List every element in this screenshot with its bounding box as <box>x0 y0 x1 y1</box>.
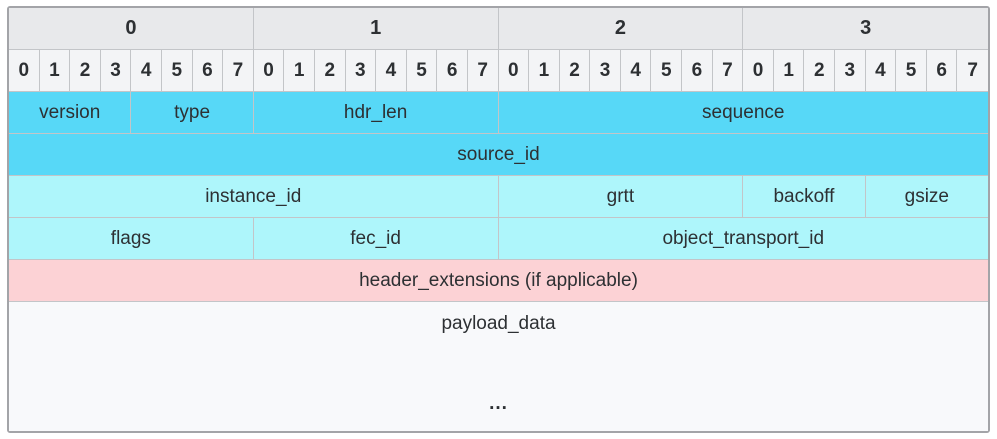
bit-header-cell-29: 5 <box>896 50 927 91</box>
bit-header-cell-30: 6 <box>926 50 958 91</box>
field-cell-fec-id: fec_id <box>253 218 499 259</box>
bit-header-cell-1: 1 <box>39 50 71 91</box>
field-cell-type: type <box>131 92 254 133</box>
bit-header-cell-12: 4 <box>376 50 407 91</box>
field-cell-backoff: backoff <box>743 176 866 217</box>
field-cell-grtt: grtt <box>498 176 744 217</box>
bit-header-cell-0: 0 <box>9 50 40 91</box>
bit-header-cell-10: 2 <box>314 50 346 91</box>
byte-header-cell-0: 0 <box>9 8 254 49</box>
bit-header-cell-7: 7 <box>223 50 254 91</box>
byte-header-cell-3: 3 <box>743 8 988 49</box>
bit-header-cell-13: 5 <box>406 50 438 91</box>
bit-header-cell-5: 5 <box>161 50 193 91</box>
bit-header-cell-4: 4 <box>131 50 162 91</box>
field-cell-instance-id: instance_id <box>9 176 499 217</box>
payload-ellipsis: ... <box>489 393 508 414</box>
field-cell-version: version <box>9 92 132 133</box>
bit-header-cell-6: 6 <box>192 50 224 91</box>
bit-header-cell-14: 6 <box>437 50 468 91</box>
bit-header-cell-2: 2 <box>70 50 101 91</box>
field-cell-sequence: sequence <box>498 92 988 133</box>
bit-header-cell-15: 7 <box>467 50 499 91</box>
bit-header-cell-8: 0 <box>253 50 285 91</box>
field-cell-hdr-len: hdr_len <box>253 92 499 133</box>
bit-header-cell-17: 1 <box>529 50 560 91</box>
bit-header-cell-27: 3 <box>835 50 866 91</box>
source-id-row: source_id <box>9 134 988 176</box>
bit-header-cell-23: 7 <box>712 50 744 91</box>
bit-header-cell-26: 2 <box>804 50 836 91</box>
bit-header-cell-9: 1 <box>284 50 315 91</box>
bit-header-cell-25: 1 <box>773 50 805 91</box>
byte-header-cell-1: 1 <box>253 8 499 49</box>
field-cell-header-extensions-if-applicable: header_extensions (if applicable) <box>9 260 988 301</box>
bit-header-cell-11: 3 <box>345 50 377 91</box>
byte-header-cell-2: 2 <box>498 8 744 49</box>
bit-header-cell-31: 7 <box>957 50 988 91</box>
bit-header-cell-16: 0 <box>498 50 530 91</box>
bit-header-cell-18: 2 <box>559 50 591 91</box>
bit-header-cell-20: 4 <box>620 50 652 91</box>
bit-header-cell-22: 6 <box>682 50 713 91</box>
payload-label: payload_data <box>441 313 556 334</box>
field-cell-flags: flags <box>9 218 254 259</box>
bit-header-cell-24: 0 <box>743 50 774 91</box>
field-cell-gsize: gsize <box>865 176 988 217</box>
bit-header-cell-3: 3 <box>100 50 132 91</box>
bit-header-cell-19: 3 <box>590 50 621 91</box>
bit-header-cell-28: 4 <box>865 50 897 91</box>
field-cell-object-transport-id: object_transport_id <box>498 218 988 259</box>
bit-header-cell-21: 5 <box>651 50 683 91</box>
field-cell-source-id: source_id <box>9 134 988 175</box>
header-extensions-row: header_extensions (if applicable) <box>9 260 988 302</box>
payload-row: payload_data ... <box>9 302 988 431</box>
